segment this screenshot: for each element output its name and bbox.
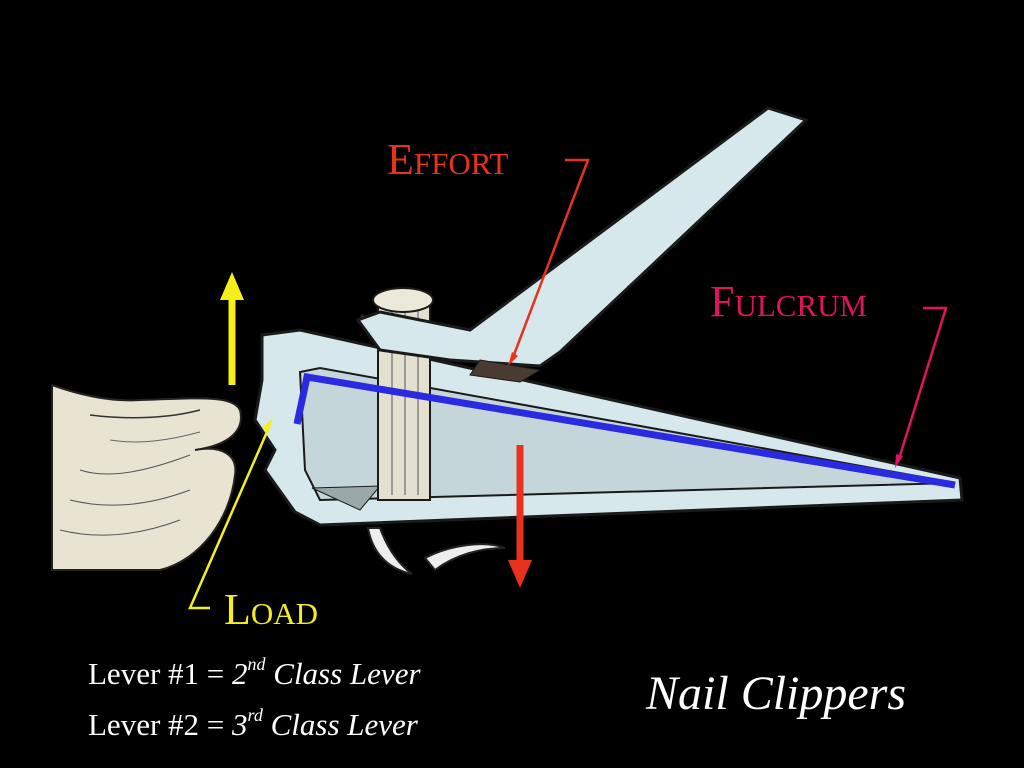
- nail-clipping: [366, 527, 506, 575]
- lever-highlight-line: [293, 372, 956, 489]
- fulcrum-label: Fulcrum: [710, 277, 868, 326]
- effort-pointer: [508, 158, 590, 366]
- lever-1-suffix: nd: [247, 654, 266, 674]
- finger-illustration: [51, 383, 242, 571]
- lever-2-caption: Lever #2 = 3rd Class Lever: [88, 705, 418, 743]
- lever-2-kind: Class Lever: [262, 707, 418, 742]
- lever-1-caption: Lever #1 = 2nd Class Lever: [88, 654, 421, 692]
- lever-2-ordinal: 3: [232, 707, 248, 742]
- lever-1-kind: Class Lever: [265, 656, 421, 691]
- load-pointer: [188, 418, 273, 610]
- slide-title: Nail Clippers: [646, 667, 907, 720]
- load-label: Load: [224, 585, 319, 634]
- lever-1-ordinal: 2: [232, 656, 248, 691]
- lever-2-prefix: Lever #2 =: [88, 707, 233, 742]
- lever-1-prefix: Lever #1 =: [88, 656, 233, 691]
- lever-2-suffix: rd: [247, 705, 263, 725]
- clipper-handle: [355, 106, 809, 383]
- effort-down-arrow: [508, 445, 532, 588]
- fulcrum-pointer: [895, 306, 948, 468]
- effort-label: Effort: [387, 135, 509, 184]
- load-up-arrow: [220, 272, 244, 385]
